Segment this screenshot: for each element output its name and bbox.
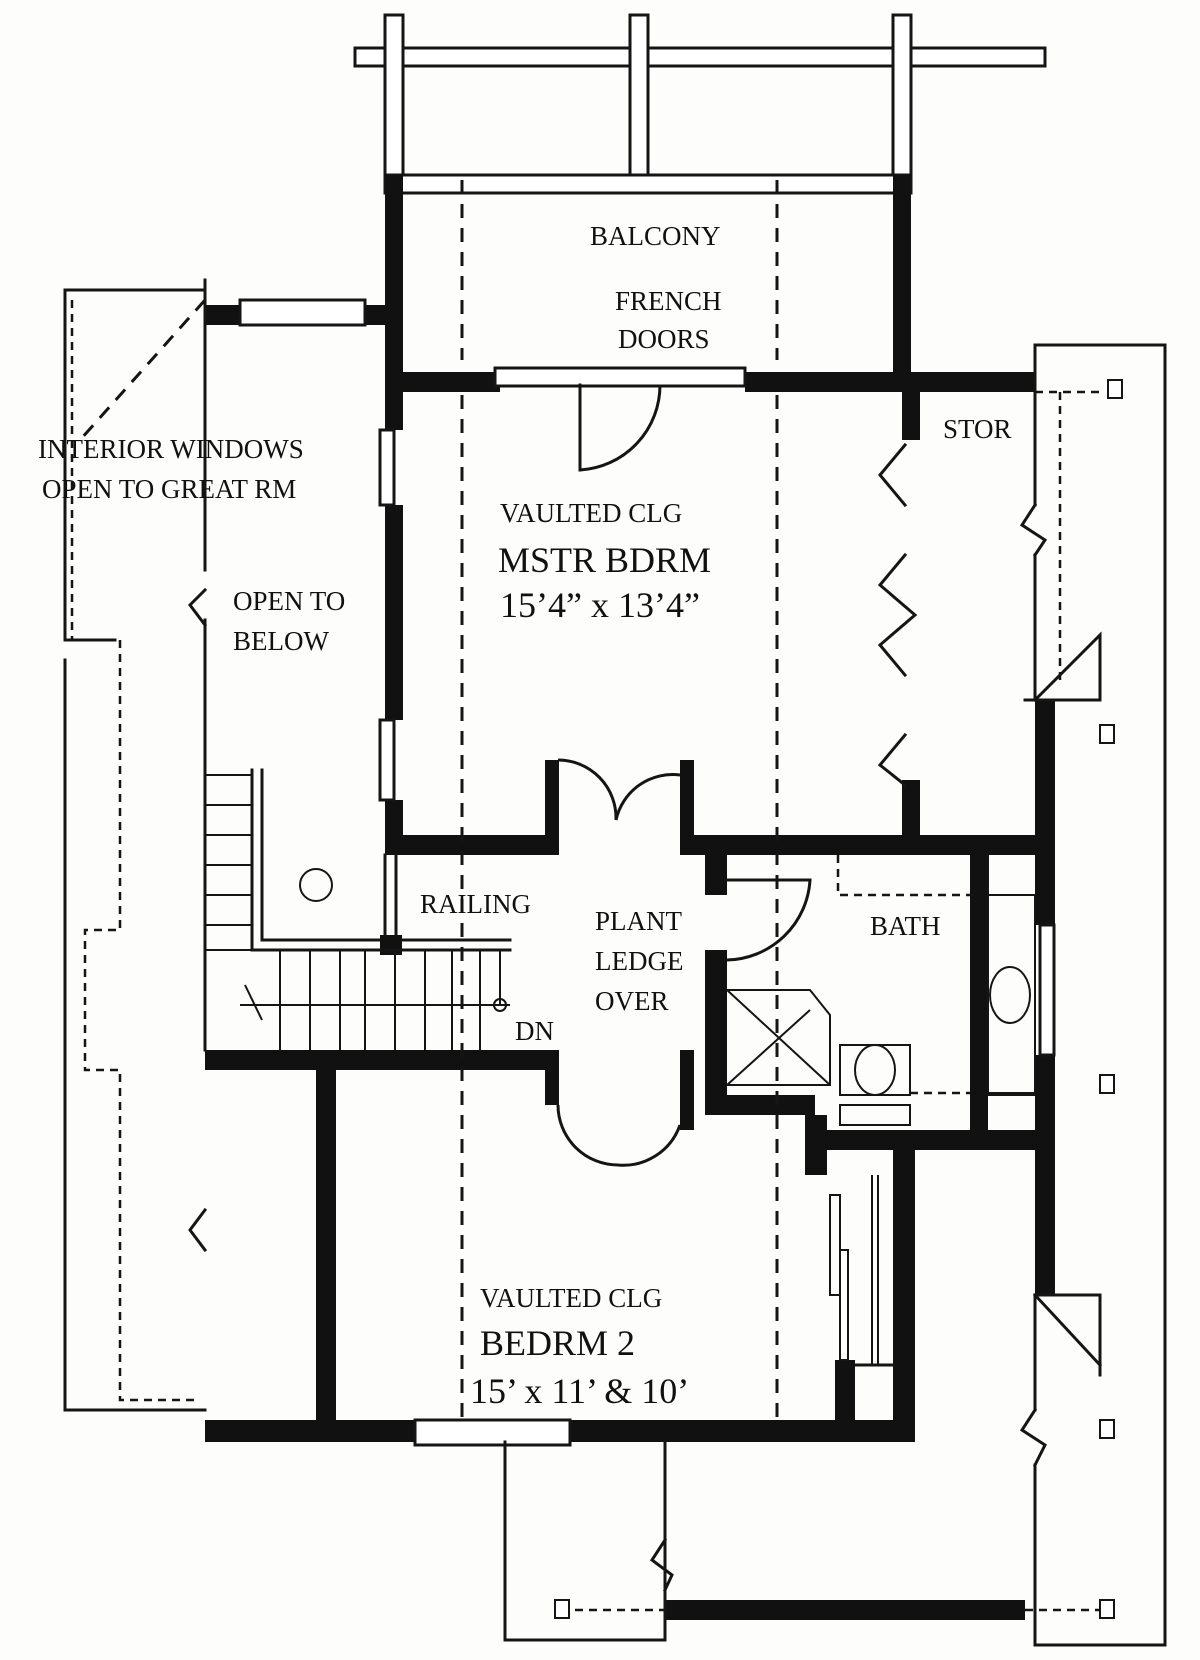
label-plant-ledge-1: PLANT <box>595 906 683 936</box>
label-railing: RAILING <box>420 889 531 919</box>
label-bedroom2-name: BEDRM 2 <box>480 1323 635 1363</box>
label-master-ceiling: VAULTED CLG <box>500 498 682 528</box>
window-upper-left <box>238 298 367 327</box>
label-master-name: MSTR BDRM <box>498 540 711 580</box>
vault-lines <box>460 395 779 1420</box>
label-interior-windows-2: OPEN TO GREAT RM <box>42 474 296 504</box>
french-door-frame <box>493 366 747 388</box>
label-bedroom2-ceiling: VAULTED CLG <box>480 1283 662 1313</box>
balcony-pergola <box>353 13 1047 360</box>
label-interior-windows-1: INTERIOR WINDOWS <box>38 434 304 464</box>
bath-fixtures <box>726 855 1036 1126</box>
exterior-walls <box>205 175 1055 1620</box>
vanity <box>839 1104 911 1126</box>
closet <box>829 1175 895 1367</box>
label-bath: BATH <box>870 911 941 941</box>
window-interior-2 <box>378 718 396 802</box>
label-plant-ledge-3: OVER <box>595 986 669 1016</box>
window-bedroom-2 <box>413 1418 572 1447</box>
label-storage: STOR <box>943 414 1012 444</box>
label-open-to-below-2: BELOW <box>233 626 329 656</box>
label-bedroom2-size: 15’ x 11’ & 10’ <box>470 1371 689 1411</box>
shower <box>727 989 831 1086</box>
label-open-to-below-1: OPEN TO <box>233 586 345 616</box>
label-french-doors-1: FRENCH <box>615 286 722 316</box>
doors <box>556 383 918 1167</box>
toilet-bowl <box>854 1044 896 1096</box>
right-deck <box>1019 343 1167 1647</box>
label-plant-ledge-2: LEDGE <box>595 946 683 976</box>
windows <box>238 298 1056 1447</box>
label-balcony: BALCONY <box>590 221 721 251</box>
stair-end-circle <box>493 998 507 1012</box>
stairs <box>205 768 512 1050</box>
label-french-doors-2: DOORS <box>618 324 710 354</box>
room-labels: BALCONY FRENCH DOORS INTERIOR WINDOWS OP… <box>38 221 1012 1411</box>
column-circle <box>299 868 333 902</box>
window-bath <box>1038 923 1056 1057</box>
window-interior-1 <box>378 428 396 507</box>
tub-drain-oval <box>989 966 1031 1024</box>
label-stairs-down: DN <box>515 1016 554 1046</box>
tub <box>987 894 1036 1096</box>
label-master-size: 15’4” x 13’4” <box>500 585 700 625</box>
bottom-deck <box>503 1440 1100 1642</box>
